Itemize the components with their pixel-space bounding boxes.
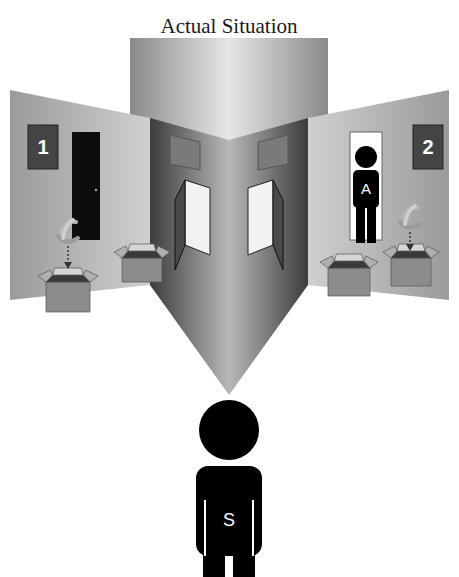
box-face [383, 246, 397, 258]
observer-letter: S [223, 511, 235, 529]
door-leaf [175, 180, 185, 270]
box-face [128, 244, 156, 251]
open-door [185, 180, 210, 255]
box-face [334, 254, 363, 261]
room-number: 1 [37, 137, 48, 157]
door-leaf [273, 180, 283, 270]
bananas-right [400, 206, 420, 251]
cardboard-box [38, 268, 98, 312]
cardboard-box [383, 244, 439, 286]
room-number: 2 [422, 137, 433, 157]
box-face [391, 258, 431, 286]
picture-frame [413, 125, 443, 169]
window [258, 135, 288, 170]
cardboard-box [114, 244, 170, 282]
box-face [114, 246, 128, 258]
picture-frame [28, 125, 58, 169]
box-face [46, 275, 90, 282]
box-face [53, 268, 84, 275]
box-face [328, 268, 370, 296]
box-face [364, 256, 378, 268]
diagram-title: Actual Situation [160, 16, 297, 37]
cardboard-box [320, 254, 378, 296]
boxes [38, 244, 439, 312]
box-face [83, 270, 98, 282]
box-face [122, 258, 162, 282]
agent-letter: A [361, 181, 371, 196]
box-face [38, 270, 53, 282]
box-face [391, 251, 431, 258]
agent-figure [353, 146, 379, 243]
open-door [248, 180, 273, 255]
box-face [156, 246, 170, 258]
right-wall [308, 90, 449, 300]
box-face [397, 244, 425, 251]
bananas-left [58, 220, 78, 269]
doorway [350, 132, 382, 240]
window [170, 135, 200, 170]
box-face [425, 246, 439, 258]
observer-figure [196, 400, 262, 577]
box-face [46, 282, 90, 312]
box-face [122, 251, 162, 258]
middle-wall [229, 118, 308, 395]
box-face [328, 261, 370, 268]
middle-wall [150, 118, 229, 395]
box-face [320, 256, 334, 268]
